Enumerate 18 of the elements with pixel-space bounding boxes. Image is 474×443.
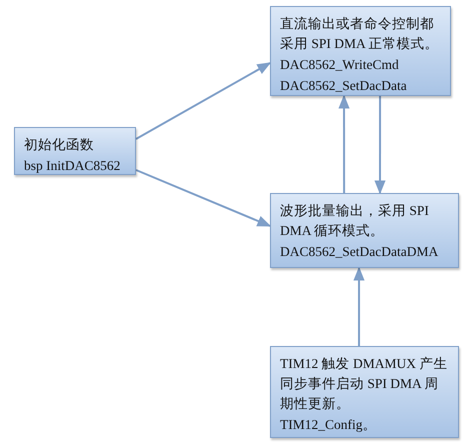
function-name: TIM12_Config。 [280,416,378,434]
arrow [353,266,365,346]
arrow [136,169,272,227]
description-text: 直流输出或者命令控制都采用 SPI DMA 正常模式。 [280,15,440,53]
function-name: DAC8562_SetDacDataDMA [280,243,440,261]
arrow [374,96,386,194]
description-text: TIM12 触发 DMAMUX 产生同步事件启动 SPI DMA 周期性更新。 [280,355,448,413]
function-name: DAC8562_WriteCmd [280,56,400,74]
arrow [136,62,272,140]
process-box [270,193,459,268]
process-box [14,127,136,175]
function-name: DAC8562_SetDacData [280,77,408,95]
process-box [270,346,459,438]
process-box [270,6,451,96]
description-text: 波形批量输出，采用 SPI DMA 循环模式。 [280,202,430,240]
description-text: 初始化函数 [24,136,95,154]
function-name: bsp InitDAC8562 [24,157,122,175]
arrow [338,94,350,193]
